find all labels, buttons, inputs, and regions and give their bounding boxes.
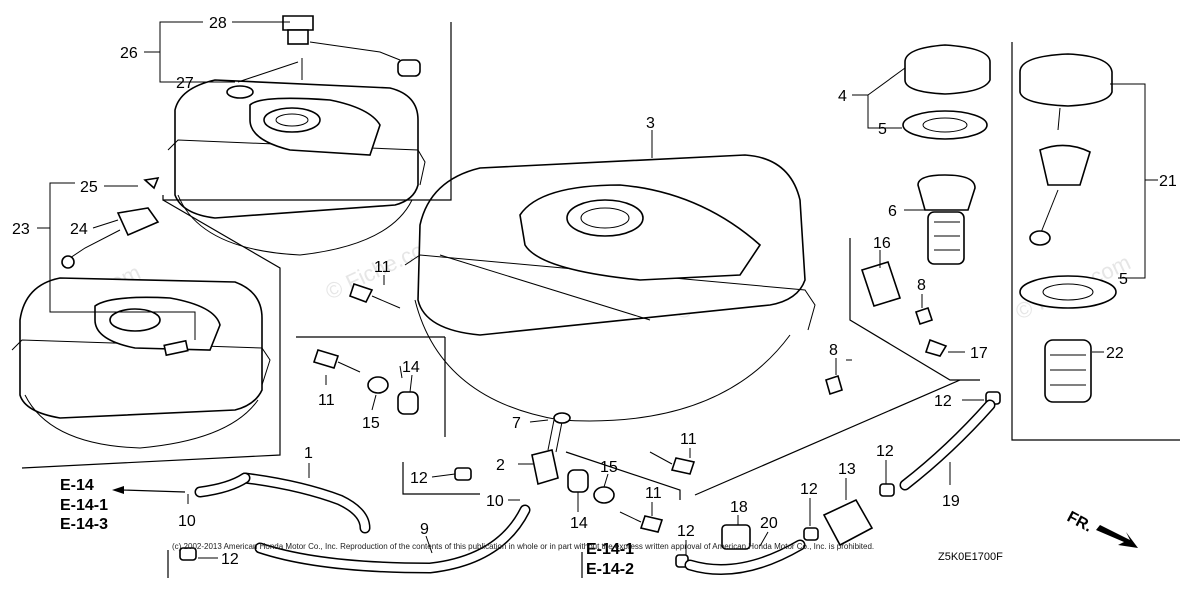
callout-18: 18	[730, 499, 748, 516]
fuel-cap-assembly-right	[1019, 53, 1117, 403]
callout-20: 20	[760, 515, 778, 532]
callout-8: 8	[829, 342, 838, 359]
reference-arrow	[112, 486, 186, 494]
front-direction-indicator: FR.	[1064, 509, 1138, 548]
callout-21: 21	[1159, 173, 1177, 190]
fuel-tank-top-left	[167, 15, 426, 256]
callout-labels: 28 26 27 25 23 24 11 11 14 15 1 12 2 7 1…	[12, 15, 1177, 568]
ref-e14: E-14	[60, 477, 94, 494]
callout-22: 22	[1106, 345, 1124, 362]
small-parts	[179, 261, 1001, 568]
ref-e14-3: E-14-3	[60, 516, 108, 533]
callout-9: 9	[420, 521, 429, 538]
copyright-notice: (c) 2002-2013 American Honda Motor Co., …	[172, 542, 874, 551]
diagram-code: Z5K0E1700F	[938, 551, 1003, 563]
callout-10: 10	[178, 513, 196, 530]
callout-27: 27	[176, 75, 194, 92]
callout-24: 24	[70, 221, 88, 238]
ref-e14-1: E-14-1	[60, 497, 108, 514]
fuel-tank-left	[11, 176, 271, 449]
callout-25: 25	[80, 179, 98, 196]
callout-13: 13	[838, 461, 856, 478]
ref-e14-2-bottom: E-14-2	[586, 561, 634, 578]
callout-1: 1	[304, 445, 313, 462]
callout-5: 5	[1119, 271, 1128, 288]
callout-12: 12	[934, 393, 952, 410]
callout-26: 26	[120, 45, 138, 62]
callout-14: 14	[570, 515, 588, 532]
callout-12: 12	[221, 551, 239, 568]
cross-references: E-14 E-14-1 E-14-3 E-14-1 E-14-2	[60, 477, 634, 578]
callout-15: 15	[362, 415, 380, 432]
callout-5: 5	[878, 121, 887, 138]
callout-7: 7	[512, 415, 521, 432]
front-arrow-icon	[1096, 525, 1138, 548]
callout-17: 17	[970, 345, 988, 362]
callout-12: 12	[677, 523, 695, 540]
fuel-cap-assembly	[902, 44, 991, 265]
callout-11: 11	[645, 485, 662, 502]
callout-2: 2	[496, 457, 505, 474]
callout-12: 12	[876, 443, 894, 460]
fuel-tank-main	[404, 154, 816, 422]
callout-11: 11	[680, 431, 697, 448]
callout-15: 15	[600, 459, 618, 476]
ref-e14-1-bottom: E-14-1	[586, 541, 634, 558]
callout-11: 11	[318, 392, 335, 409]
callout-4: 4	[838, 88, 847, 105]
callout-12: 12	[800, 481, 818, 498]
callout-3: 3	[646, 115, 655, 132]
divider-lines	[21, 22, 1180, 578]
callout-28: 28	[209, 15, 227, 32]
callout-6: 6	[888, 203, 897, 220]
leader-lines	[37, 21, 1158, 559]
callout-16: 16	[873, 235, 891, 252]
callout-23: 23	[12, 221, 30, 238]
callout-14: 14	[402, 359, 420, 376]
callout-8: 8	[917, 277, 926, 294]
callout-12: 12	[410, 470, 428, 487]
callout-11: 11	[374, 259, 391, 276]
front-label: FR.	[1064, 509, 1095, 536]
callout-19: 19	[942, 493, 960, 510]
fuel-hoses	[194, 399, 996, 575]
callout-10: 10	[486, 493, 504, 510]
